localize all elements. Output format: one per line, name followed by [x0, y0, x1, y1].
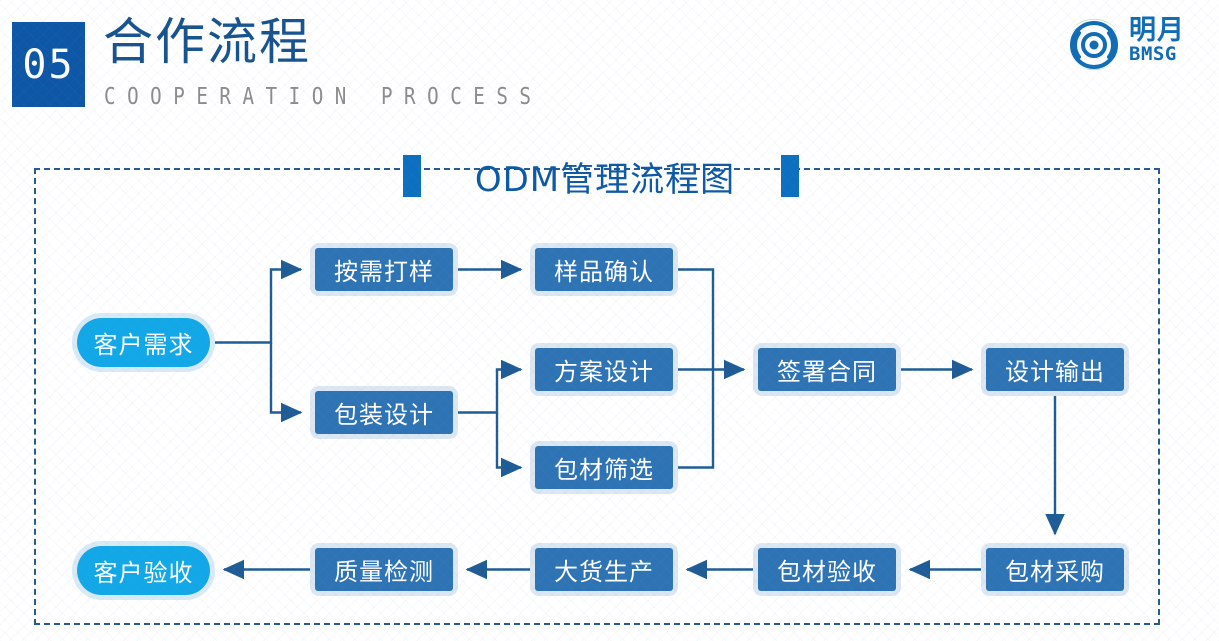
- page-title: 合作流程: [103, 13, 311, 71]
- flow-node-design-output[interactable]: 设计输出: [981, 343, 1129, 396]
- flow-node-quality-check[interactable]: 质量检测: [310, 543, 458, 596]
- brand-logo: 明月 BMSG: [1063, 14, 1211, 76]
- flow-node-customer-accept[interactable]: 客户验收: [72, 541, 215, 600]
- flow-edge: [678, 369, 715, 469]
- section-number-badge: 05: [12, 22, 85, 107]
- flow-node-label: 样品确认: [535, 248, 673, 291]
- flow-node-label: 质量检测: [315, 548, 453, 591]
- brand-name-cn: 明月: [1129, 15, 1185, 46]
- title-accent-bar-right: [781, 155, 799, 197]
- flow-edge: [678, 268, 715, 370]
- flow-node-label: 签署合同: [758, 348, 896, 391]
- flow-node-material-buy[interactable]: 包材采购: [981, 543, 1129, 596]
- flow-node-sampling[interactable]: 按需打样: [310, 243, 458, 296]
- flow-node-label: 包材筛选: [535, 446, 673, 489]
- bmsg-globe-eye-icon: [1070, 18, 1118, 70]
- flow-edge: [458, 359, 523, 414]
- flow-edge: [269, 342, 303, 423]
- flow-node-label: 设计输出: [986, 348, 1124, 391]
- flow-node-mass-production[interactable]: 大货生产: [530, 543, 678, 596]
- flow-edge: [215, 259, 303, 344]
- brand-name: 明月 BMSG: [1129, 17, 1213, 73]
- flow-node-label: 客户验收: [77, 546, 210, 595]
- flow-node-customer-need[interactable]: 客户需求: [72, 313, 215, 372]
- flow-node-sign-contract[interactable]: 签署合同: [753, 343, 901, 396]
- brand-name-en: BMSG: [1129, 42, 1177, 65]
- flow-node-material-accept[interactable]: 包材验收: [753, 543, 901, 596]
- flow-node-label: 按需打样: [315, 248, 453, 291]
- slide-header: 05 合作流程 COOPERATION PROCESS: [0, 0, 1219, 130]
- flow-node-label: 包材采购: [986, 548, 1124, 591]
- content-frame: [34, 168, 1160, 625]
- flow-node-label: 方案设计: [535, 348, 673, 391]
- flow-edge: [495, 412, 523, 478]
- flow-node-sample-confirm[interactable]: 样品确认: [530, 243, 678, 296]
- chart-title: ODM管理流程图: [474, 159, 736, 200]
- section-number-text: 05: [22, 41, 75, 88]
- flow-node-material-screen[interactable]: 包材筛选: [530, 441, 678, 494]
- flow-node-label: 包材验收: [758, 548, 896, 591]
- flow-node-label: 包装设计: [315, 391, 453, 434]
- chart-title-block: ODM管理流程图: [0, 150, 1219, 202]
- title-accent-bar-left: [403, 155, 421, 197]
- page-subtitle: COOPERATION PROCESS: [104, 82, 543, 110]
- flow-node-label: 客户需求: [77, 318, 210, 367]
- flow-node-plan-design[interactable]: 方案设计: [530, 343, 678, 396]
- flow-node-package-design[interactable]: 包装设计: [310, 386, 458, 439]
- flow-node-label: 大货生产: [535, 548, 673, 591]
